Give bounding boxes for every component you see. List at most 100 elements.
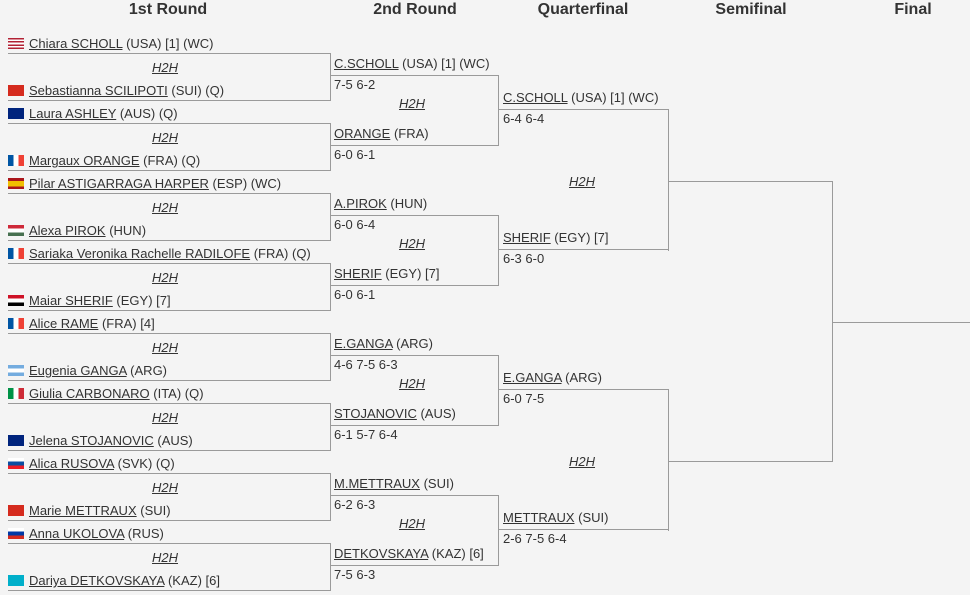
h2h-link[interactable]: H2H [151,340,179,355]
player-info: (EGY) [7] [550,230,609,245]
player-link[interactable]: M.METTRAUX [334,476,420,491]
player-link[interactable]: Jelena STOJANOVIC [29,433,154,448]
bracket-line [8,333,330,334]
player-link[interactable]: Marie METTRAUX [29,503,137,518]
player-entry: Pilar ASTIGARRAGA HARPER (ESP) (WC) [8,176,281,192]
h2h-link[interactable]: H2H [151,550,179,565]
header-final: Final [894,1,932,18]
bracket-line [8,170,330,171]
match-score: 6-0 6-1 [334,147,376,162]
player-link[interactable]: Laura ASHLEY [29,106,117,121]
bracket-line [8,310,330,311]
player-entry: STOJANOVIC (AUS) [334,406,456,422]
bracket-line [499,389,668,390]
h2h-link[interactable]: H2H [398,376,426,391]
bracket-line [330,193,331,241]
player-link[interactable]: DETKOVSKAYA [334,546,429,561]
h2h-link[interactable]: H2H [398,96,426,111]
player-info: (ARG) [392,336,433,351]
player-info: (SUI) [419,476,454,491]
player-link[interactable]: Sebastianna SCILIPOTI [29,83,168,98]
flag-icon-aus [8,108,24,119]
h2h-link[interactable]: H2H [151,410,179,425]
match-score: 2-6 7-5 6-4 [503,531,567,546]
player-link[interactable]: Alice RAME [29,316,99,331]
h2h-link[interactable]: H2H [151,60,179,75]
bracket-line [330,473,331,521]
player-entry: A.PIROK (HUN) [334,196,427,212]
bracket-line [8,193,330,194]
bracket-line [331,565,498,566]
player-link[interactable]: Giulia CARBONARO [29,386,150,401]
player-link[interactable]: Chiara SCHOLL [29,36,123,51]
player-info: (EGY) [7] [112,293,171,308]
bracket-line [8,473,330,474]
player-link[interactable]: A.PIROK [334,196,387,211]
h2h-link[interactable]: H2H [151,200,179,215]
player-entry: Jelena STOJANOVIC (AUS) [8,433,193,449]
player-link[interactable]: Margaux ORANGE [29,153,140,168]
flag-icon-kaz [8,575,24,586]
player-entry: DETKOVSKAYA (KAZ) [6] [334,546,484,562]
player-info: (KAZ) [6] [428,546,484,561]
player-entry: Alice RAME (FRA) [4] [8,316,155,332]
h2h-link[interactable]: H2H [568,174,596,189]
player-entry: Eugenia GANGA (ARG) [8,363,167,379]
player-link[interactable]: Alexa PIROK [29,223,106,238]
player-link[interactable]: Anna UKOLOVA [29,526,125,541]
player-link[interactable]: E.GANGA [503,370,562,385]
bracket-line [8,53,330,54]
player-info: (HUN) [105,223,147,238]
player-info: (USA) [1] (WC) [398,56,490,71]
h2h-link[interactable]: H2H [151,270,179,285]
player-link[interactable]: ORANGE [334,126,391,141]
bracket-line [498,75,499,146]
player-link[interactable]: Maiar SHERIF [29,293,113,308]
bracket-line [499,529,668,530]
player-entry: E.GANGA (ARG) [334,336,433,352]
player-link[interactable]: Pilar ASTIGARRAGA HARPER [29,176,209,191]
h2h-link[interactable]: H2H [151,480,179,495]
bracket-line [330,543,331,591]
player-info: (SVK) (Q) [114,456,175,471]
player-entry: Margaux ORANGE (FRA) (Q) [8,153,200,169]
player-entry: Chiara SCHOLL (USA) [1] (WC) [8,36,213,52]
player-link[interactable]: C.SCHOLL [503,90,568,105]
player-link[interactable]: E.GANGA [334,336,393,351]
player-entry: Anna UKOLOVA (RUS) [8,526,164,542]
h2h-link[interactable]: H2H [568,454,596,469]
player-link[interactable]: SHERIF [503,230,551,245]
bracket-line [668,389,669,531]
flag-icon-fra [8,248,24,259]
player-link[interactable]: Sariaka Veronika Rachelle RADILOFE [29,246,251,261]
header-2nd-round: 2nd Round [373,1,457,18]
bracket-line [330,333,331,381]
player-info: (AUS) [416,406,456,421]
player-entry: ORANGE (FRA) [334,126,429,142]
bracket-line [8,520,330,521]
player-entry: SHERIF (EGY) [7] [334,266,439,282]
player-link[interactable]: C.SCHOLL [334,56,399,71]
h2h-link[interactable]: H2H [398,236,426,251]
player-info: (SUI) (Q) [167,83,225,98]
player-link[interactable]: Eugenia GANGA [29,363,127,378]
player-info: (FRA) (Q) [250,246,311,261]
player-info: (USA) [1] (WC) [567,90,659,105]
flag-icon-aus [8,435,24,446]
player-link[interactable]: SHERIF [334,266,382,281]
player-link[interactable]: Dariya DETKOVSKAYA [29,573,165,588]
bracket-line [498,215,499,286]
bracket-line [330,403,331,451]
flag-icon-ita [8,388,24,399]
h2h-link[interactable]: H2H [151,130,179,145]
player-entry: Alexa PIROK (HUN) [8,223,146,239]
bracket-line [498,495,499,566]
player-link[interactable]: METTRAUX [503,510,575,525]
match-score: 7-5 6-3 [334,567,376,582]
bracket-line [331,285,498,286]
player-entry: Laura ASHLEY (AUS) (Q) [8,106,178,122]
player-link[interactable]: STOJANOVIC [334,406,417,421]
h2h-link[interactable]: H2H [398,516,426,531]
player-link[interactable]: Alica RUSOVA [29,456,115,471]
